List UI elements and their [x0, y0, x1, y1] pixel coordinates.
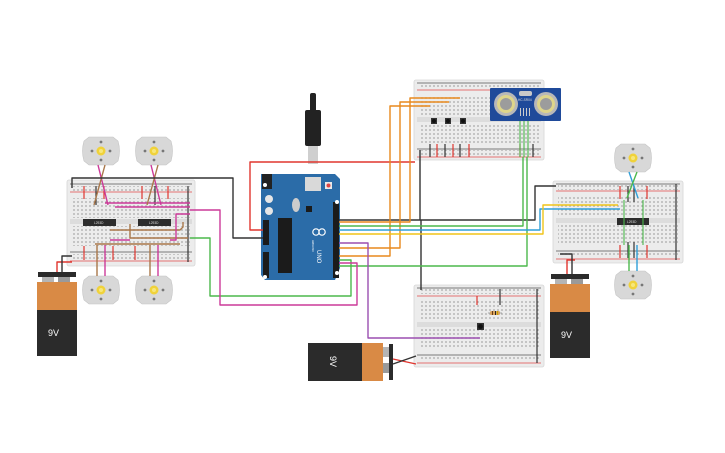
motor-left-top-1[interactable] — [82, 136, 120, 166]
left-board-jumpers — [83, 186, 190, 262]
arduino-label: UNO — [315, 250, 321, 264]
battery-bottom[interactable]: 9V — [308, 343, 393, 381]
push-button-1[interactable] — [431, 118, 437, 124]
wire-orange-2 — [339, 101, 449, 249]
resistor[interactable] — [488, 311, 502, 315]
motor-right-bottom[interactable] — [614, 270, 652, 300]
arduino-uno[interactable]: UNO ARDUINO — [261, 174, 340, 280]
battery-bottom-leads — [392, 355, 417, 365]
battery-label: 9V — [328, 356, 338, 367]
chip-label: L293D — [149, 221, 159, 225]
wire-blue — [339, 208, 620, 231]
bottom-board-jumpers — [476, 289, 538, 363]
push-button-4[interactable] — [477, 323, 484, 330]
motor-left-bottom-1[interactable] — [82, 275, 120, 305]
wire-black-top — [339, 150, 421, 221]
battery-label: 9V — [561, 330, 572, 340]
motor-right-top[interactable] — [614, 143, 652, 173]
right-board-jumpers — [619, 184, 677, 260]
push-button-2[interactable] — [445, 118, 451, 124]
chip-label: L293D — [94, 221, 104, 225]
battery-label: 9V — [48, 328, 59, 338]
battery-left[interactable]: 9V — [37, 272, 77, 356]
driver-chip-right[interactable]: L293D — [617, 218, 649, 225]
motor-left-bottom-2[interactable] — [135, 275, 173, 305]
push-button-3[interactable] — [460, 118, 466, 124]
wire-yellow — [339, 204, 618, 235]
battery-left-leads — [56, 255, 72, 272]
arduino-logo — [312, 228, 326, 236]
sensor-leads — [519, 121, 529, 157]
wire-green-left — [190, 237, 352, 297]
wire-green-sensor-2 — [339, 157, 528, 267]
driver-chip-left-2[interactable]: L293D — [138, 219, 171, 226]
wire-pink-left — [190, 209, 358, 306]
wire-green-sensor — [339, 157, 524, 227]
arduino-brand: ARDUINO — [311, 240, 314, 252]
sensor-label: HC-SR04 — [518, 98, 532, 102]
wire-black-gnd-left — [71, 177, 263, 239]
wire-orange-3 — [339, 105, 430, 257]
usb-cable — [305, 93, 321, 164]
battery-right[interactable]: 9V — [550, 274, 590, 358]
motor-leads-left — [93, 164, 162, 276]
wire-purple — [339, 242, 480, 339]
driver-chip-left-1[interactable]: L293D — [83, 219, 116, 226]
wire-black-right — [420, 185, 556, 221]
wire-orange-1 — [339, 97, 460, 223]
wires — [71, 97, 620, 339]
chip-label: L293D — [627, 220, 637, 224]
motor-leads-right — [626, 171, 639, 271]
wire-red-5v — [249, 161, 415, 231]
motor-left-top-2[interactable] — [135, 136, 173, 166]
ultrasonic-sensor[interactable]: HC-SR04 — [490, 88, 561, 121]
battery-right-leads — [560, 253, 575, 274]
